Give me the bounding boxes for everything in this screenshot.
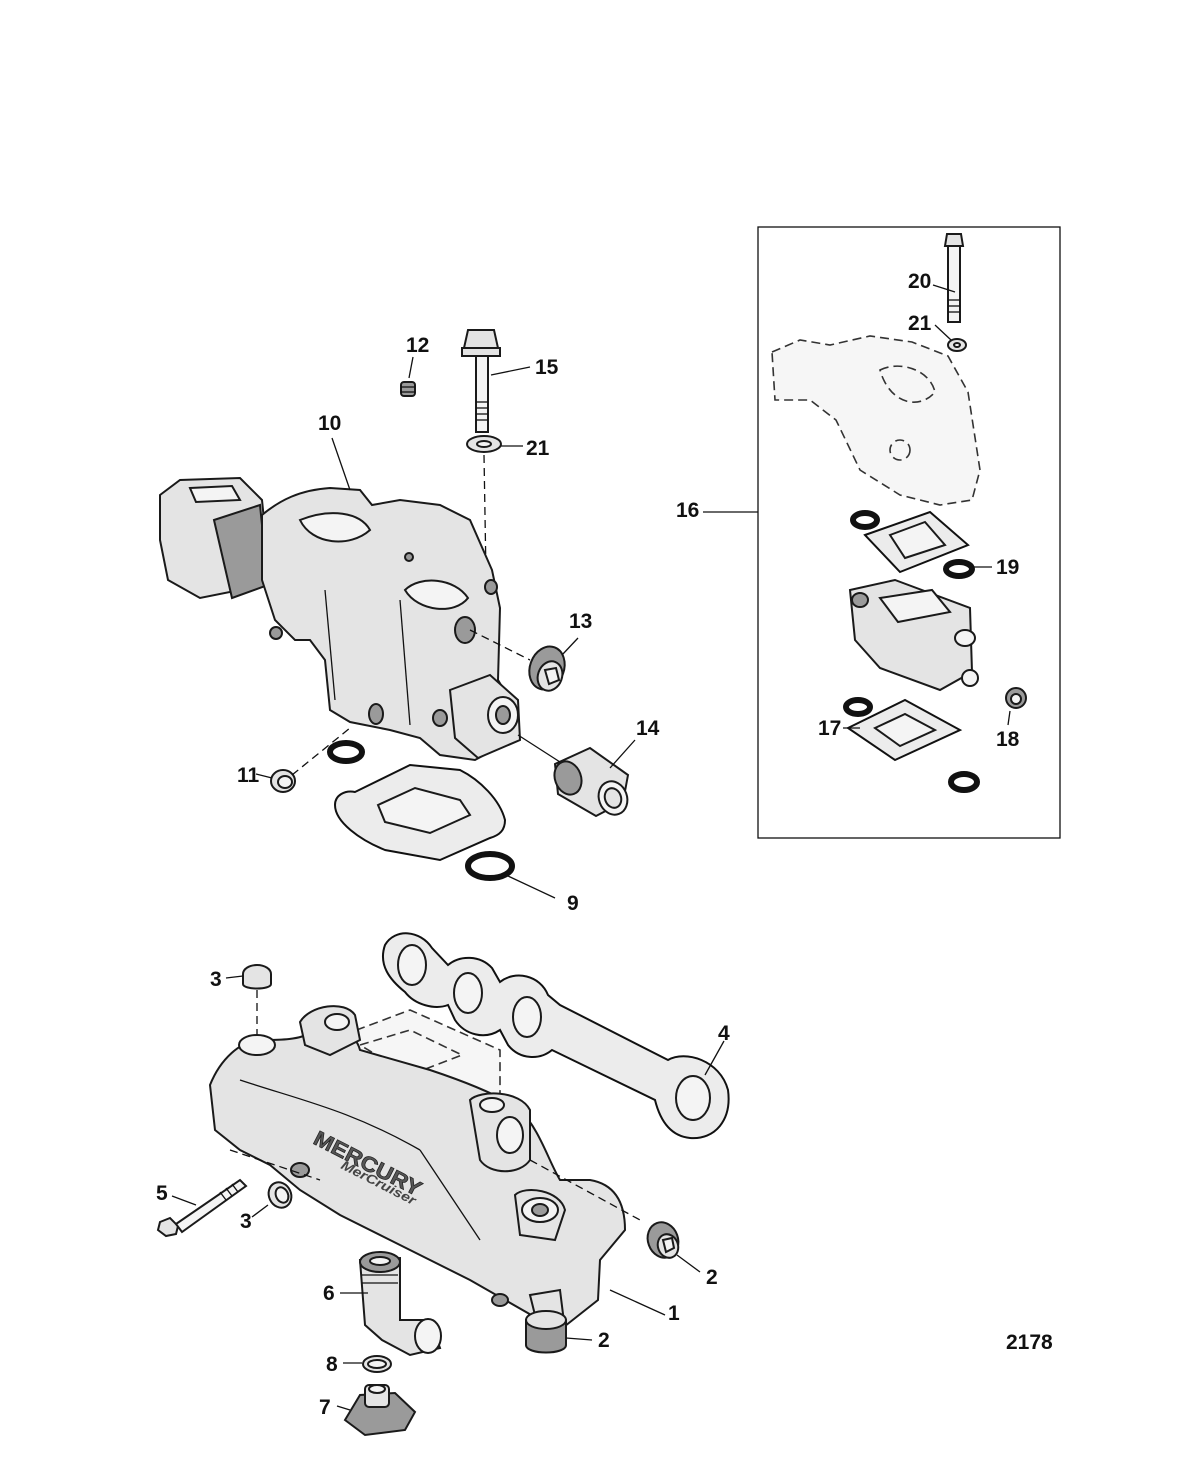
elbow-gasket-set [327,740,515,881]
leader-15 [490,366,531,376]
riser-plug [1005,687,1027,709]
callout-15: 15 [535,356,559,379]
callout-1: 1 [668,1302,680,1325]
callout-18: 18 [996,728,1020,751]
leader-14 [609,739,636,769]
manifold-bolt [156,1178,248,1238]
callout-4: 4 [718,1022,730,1045]
callout-2-right: 2 [706,1266,718,1289]
callout-8: 8 [326,1353,338,1376]
dash-2a [529,1159,641,1221]
callout-3-top: 3 [210,968,222,991]
callout-2-bottom: 2 [598,1329,610,1352]
hose-fitting [553,746,630,818]
exhaust-elbow-ghost [771,335,981,506]
leader-13 [561,637,579,656]
callout-17: 17 [818,717,841,740]
leader-2a [676,1254,701,1273]
elbow-to-fitting-line [517,734,561,763]
pipe-plug [525,1310,567,1354]
figure-number: 2178 [1006,1331,1053,1354]
leader-21-inset [934,324,952,341]
callout-11: 11 [237,764,260,787]
leader-3a [225,975,244,979]
callout-14: 14 [636,717,660,740]
callout-7: 7 [319,1396,331,1419]
dash-13 [469,629,531,661]
exhaust-elbow [159,476,522,762]
leader-7 [336,1405,351,1411]
leader-10 [331,437,351,491]
callout-19: 19 [996,556,1019,579]
leader-11 [255,773,273,779]
leader-2b [565,1337,593,1341]
riser-lower-gasket [843,697,980,793]
sleeve [267,1181,293,1209]
set-screw [400,381,416,397]
drain-plug [343,1384,417,1437]
pipe-plug [646,1221,680,1259]
callout-9: 9 [567,892,579,915]
sleeve [242,964,272,990]
riser-upper-gasket [850,510,975,579]
callout-10: 10 [318,412,341,435]
callout-6: 6 [323,1282,335,1305]
leader-3b [251,1204,269,1218]
elbow-fitting [358,1251,442,1357]
leader-18 [1007,710,1011,726]
leader-5 [171,1195,197,1206]
riser-bolt [943,233,965,323]
leader-9 [507,875,556,899]
cup-plug [270,769,296,793]
elbow-bolt [461,329,501,433]
callout-21-inset: 21 [908,312,932,335]
dash-21 [483,454,487,576]
riser-spacer [848,578,979,692]
callout-13: 13 [569,610,592,633]
callout-20: 20 [908,270,931,293]
washer [466,435,502,453]
exhaust-gasket [382,932,730,1140]
dash-5 [229,1149,321,1181]
exhaust-manifold: MERCURY MerCruiser [208,1005,627,1337]
callout-5: 5 [156,1182,168,1205]
callout-21: 21 [526,437,550,460]
callout-12: 12 [406,334,429,357]
callout-16: 16 [676,499,699,522]
dash-11 [291,727,351,776]
riser-kit-inset-box [757,226,1061,839]
leader-12 [408,356,414,379]
leader-20 [932,284,956,293]
callout-3-lower: 3 [240,1210,252,1233]
leader-1 [609,1289,666,1316]
hex-plug [528,645,566,692]
leader-4 [704,1040,725,1076]
